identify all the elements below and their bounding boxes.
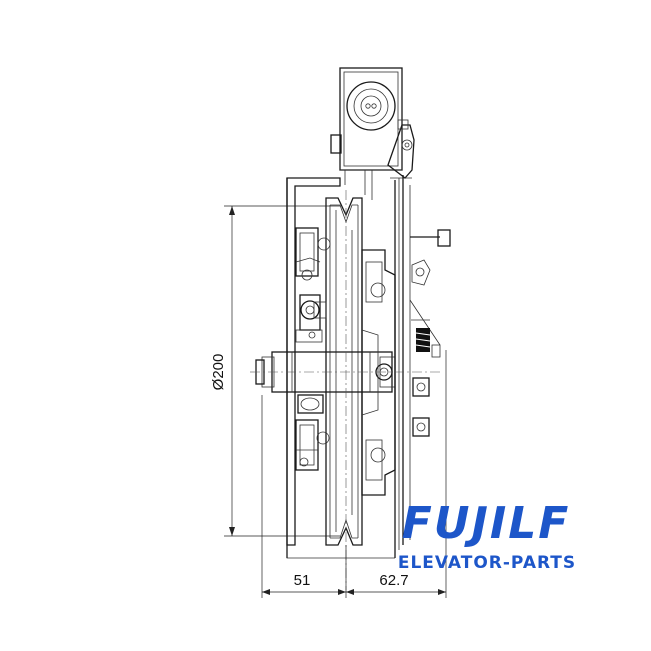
brand-tagline: ELEVATOR-PARTS <box>398 553 576 573</box>
right-mechanism <box>409 229 451 437</box>
right-width-label: 62.7 <box>379 572 408 589</box>
top-mount-bracket <box>330 67 403 200</box>
diameter-dimension <box>224 205 340 537</box>
diameter-label: Ø200 <box>210 354 227 391</box>
left-upper-mechanism <box>295 227 331 343</box>
left-lower-mechanism <box>295 394 330 471</box>
spring-icon <box>415 328 441 358</box>
brand-watermark: FUJILF ELEVATOR-PARTS <box>398 498 576 573</box>
rotor-disc <box>361 249 396 496</box>
sheave-section <box>325 197 363 546</box>
left-width-label: 51 <box>294 572 311 589</box>
upper-lever <box>387 119 415 179</box>
brand-logo-text: FUJILF <box>402 498 571 549</box>
width-dimension <box>261 350 447 598</box>
